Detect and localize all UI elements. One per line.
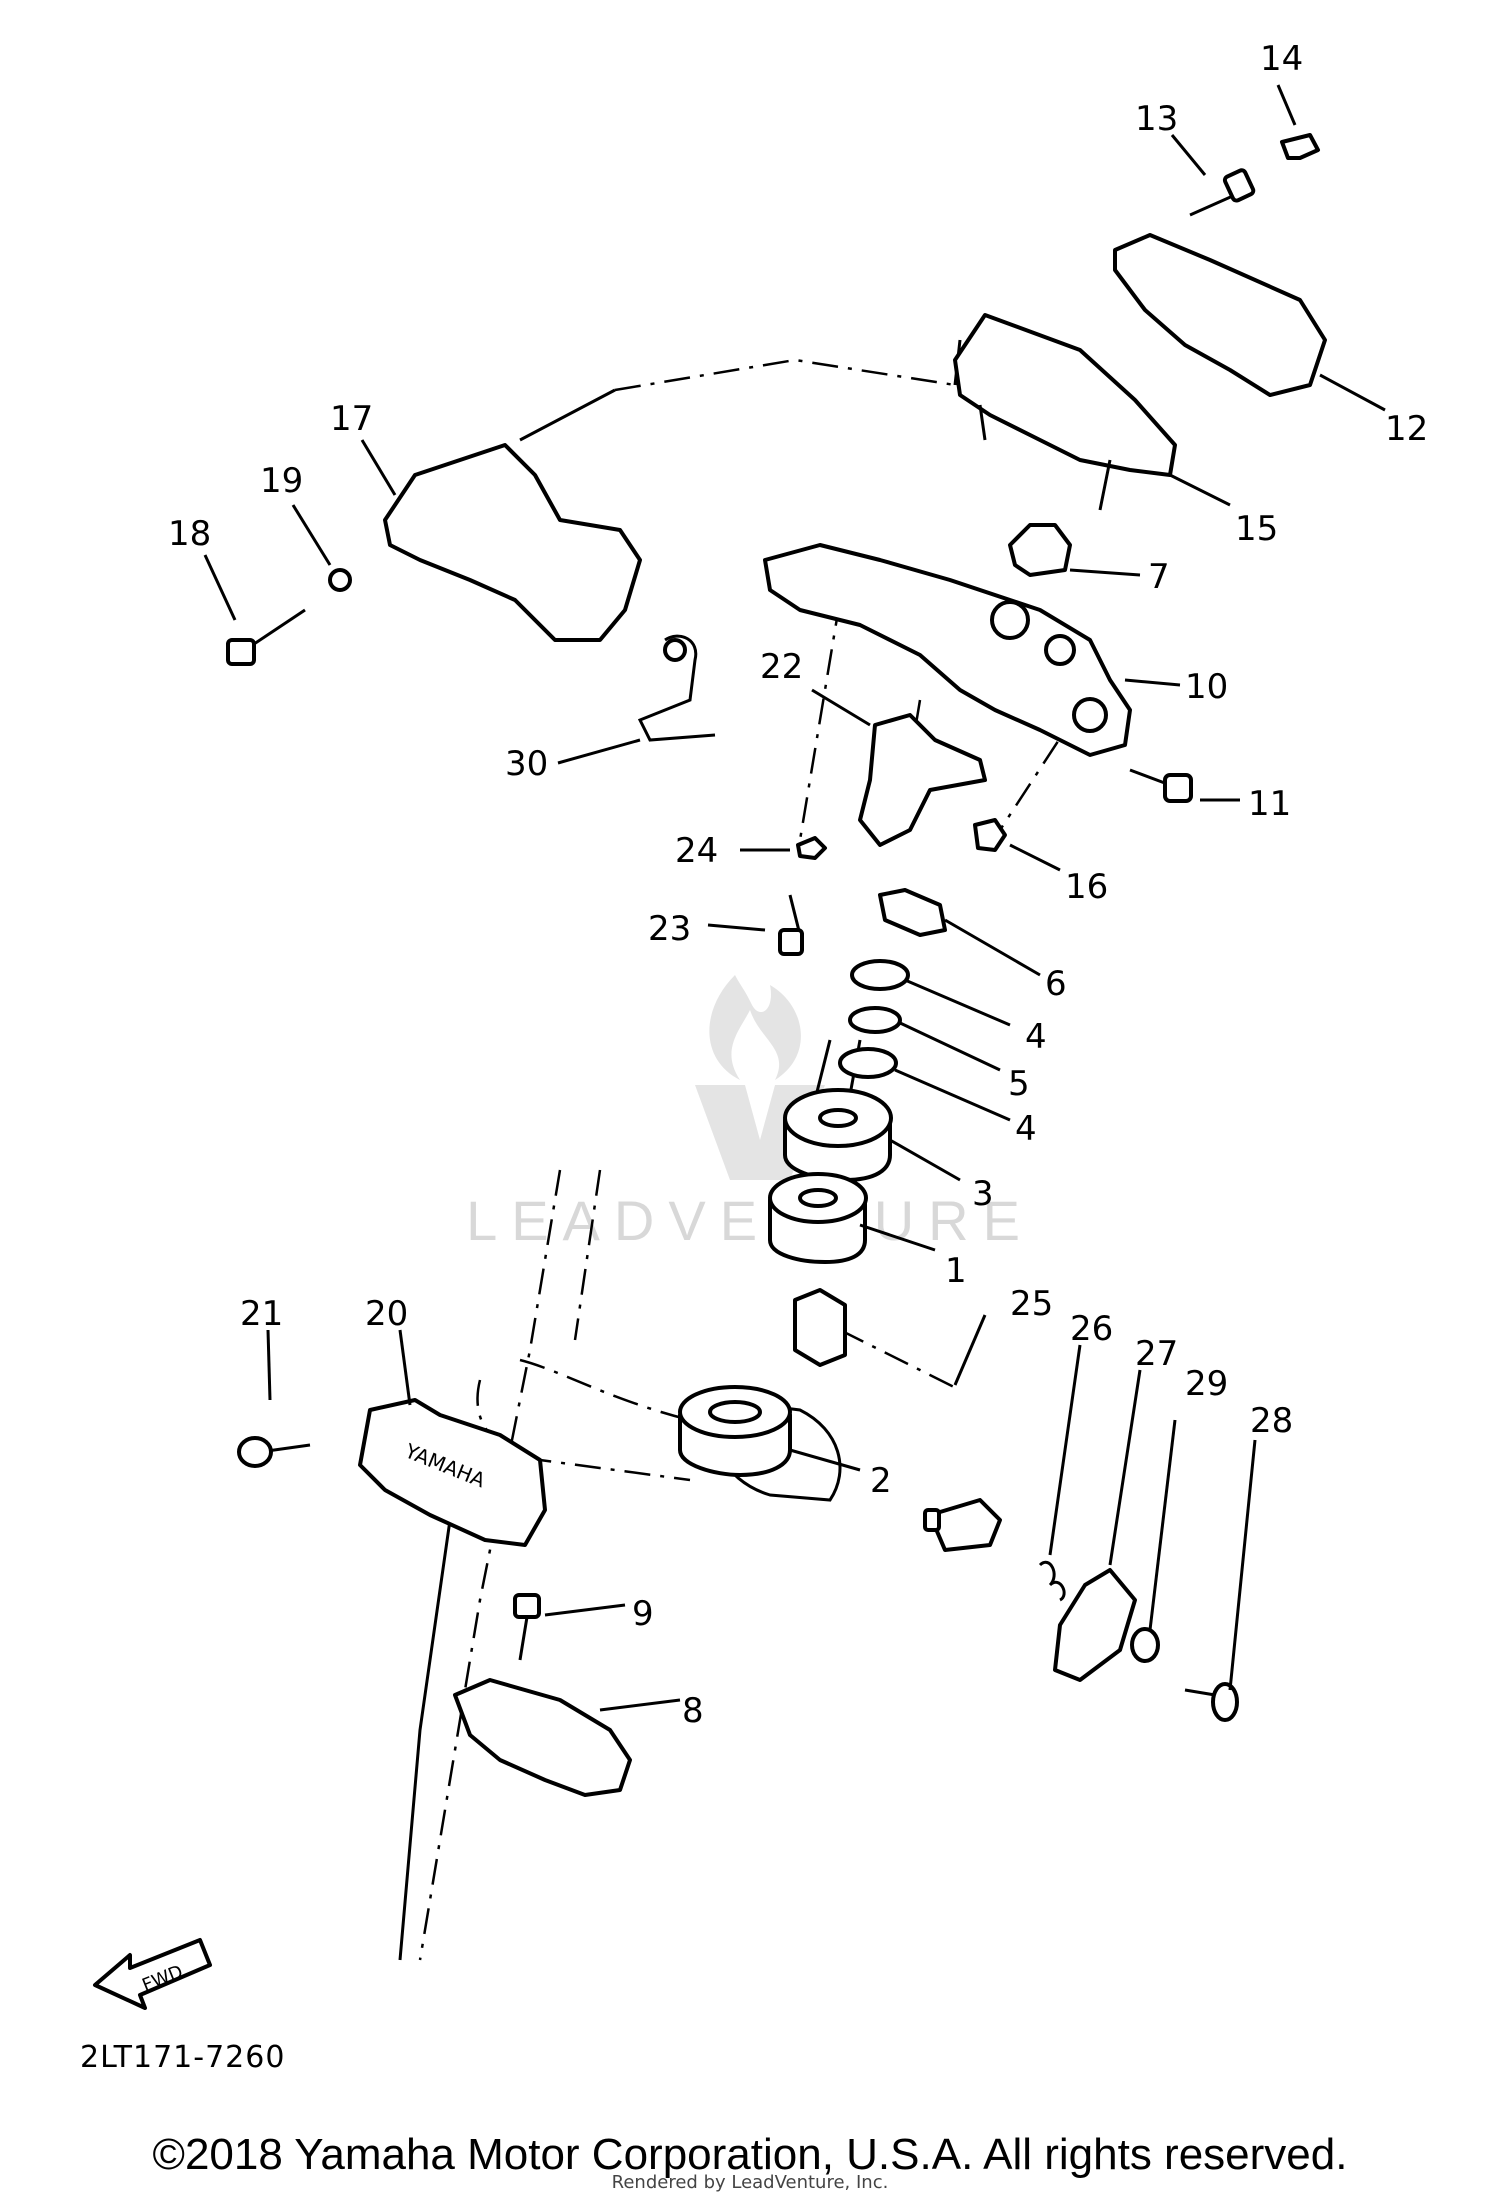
part-1 [768, 1172, 868, 1264]
callout-1: 1 [945, 1251, 967, 1291]
part-28 [1184, 1682, 1239, 1722]
callout-22: 22 [760, 647, 803, 687]
callout-11: 11 [1248, 784, 1291, 824]
callout-26: 26 [1070, 1309, 1113, 1349]
part-20: YAMAHA [358, 1398, 547, 1547]
part-23 [778, 894, 804, 956]
part-4b [838, 1047, 898, 1079]
callout-19: 19 [260, 461, 303, 501]
callout-30: 30 [505, 744, 548, 784]
copyright-notice: ©2018 Yamaha Motor Corporation, U.S.A. A… [152, 2130, 1348, 2179]
callout-21: 21 [240, 1294, 283, 1334]
watermark-text: LEADVENTURE [466, 1189, 1034, 1252]
part-18 [226, 608, 306, 666]
callout-24: 24 [675, 831, 718, 871]
callout-6: 6 [1045, 964, 1067, 1004]
callout-20: 20 [365, 1294, 408, 1334]
callout-5: 5 [1008, 1064, 1030, 1104]
rendered-by-note: Rendered by LeadVenture, Inc. [611, 2172, 889, 2193]
leader-lines [203, 84, 1386, 1712]
part-22 [858, 713, 987, 847]
part-7 [1008, 523, 1072, 577]
callout-7: 7 [1148, 557, 1170, 597]
callout-28: 28 [1250, 1401, 1293, 1441]
callout-17: 17 [330, 399, 373, 439]
callout-14: 14 [1260, 39, 1303, 79]
callout-25: 25 [1010, 1284, 1053, 1324]
part-14 [1280, 133, 1320, 160]
fwd-arrow-icon: FWD [93, 1938, 212, 2010]
callout-4b: 4 [1015, 1109, 1037, 1149]
part-29 [1130, 1627, 1160, 1663]
diagram-code: 2LT171-7260 [80, 2040, 286, 2075]
watermark: LEADVENTURE [466, 975, 1034, 1252]
part-27 [1053, 1568, 1137, 1682]
part-15 [953, 313, 1177, 477]
callout-15: 15 [1235, 509, 1278, 549]
part-11 [1129, 768, 1193, 803]
callout-18: 18 [168, 514, 211, 554]
part-4a [850, 959, 910, 991]
callout-27: 27 [1135, 1334, 1178, 1374]
callout-4a: 4 [1025, 1017, 1047, 1057]
callout-10: 10 [1185, 667, 1228, 707]
part-19 [328, 568, 352, 592]
part-24 [796, 836, 827, 860]
callout-29: 29 [1185, 1364, 1228, 1404]
part-10 [763, 543, 1132, 757]
part-25 [793, 1288, 1002, 1552]
part-13 [1189, 168, 1256, 217]
part-3 [783, 1088, 893, 1182]
part-16 [973, 818, 1007, 852]
callout-16: 16 [1065, 867, 1108, 907]
part-9 [513, 1593, 541, 1661]
part-30 [637, 634, 716, 742]
part-5 [848, 1006, 902, 1034]
callout-13: 13 [1135, 99, 1178, 139]
callouts: 14 13 12 17 15 19 18 7 10 22 30 11 24 16… [168, 39, 1428, 1731]
part-26 [1038, 1561, 1066, 1602]
part-6 [878, 888, 947, 937]
callout-3: 3 [972, 1174, 994, 1214]
part-8 [453, 1678, 632, 1797]
part-2 [678, 1385, 792, 1477]
parts: YAMAHA FWD [93, 133, 1327, 2010]
callout-23: 23 [648, 909, 691, 949]
part-17 [383, 443, 642, 642]
part-21 [237, 1436, 311, 1468]
callout-8: 8 [682, 1691, 704, 1731]
part-12 [1113, 233, 1327, 397]
callout-9: 9 [632, 1594, 654, 1634]
callout-12: 12 [1385, 409, 1428, 449]
callout-2: 2 [870, 1461, 892, 1501]
